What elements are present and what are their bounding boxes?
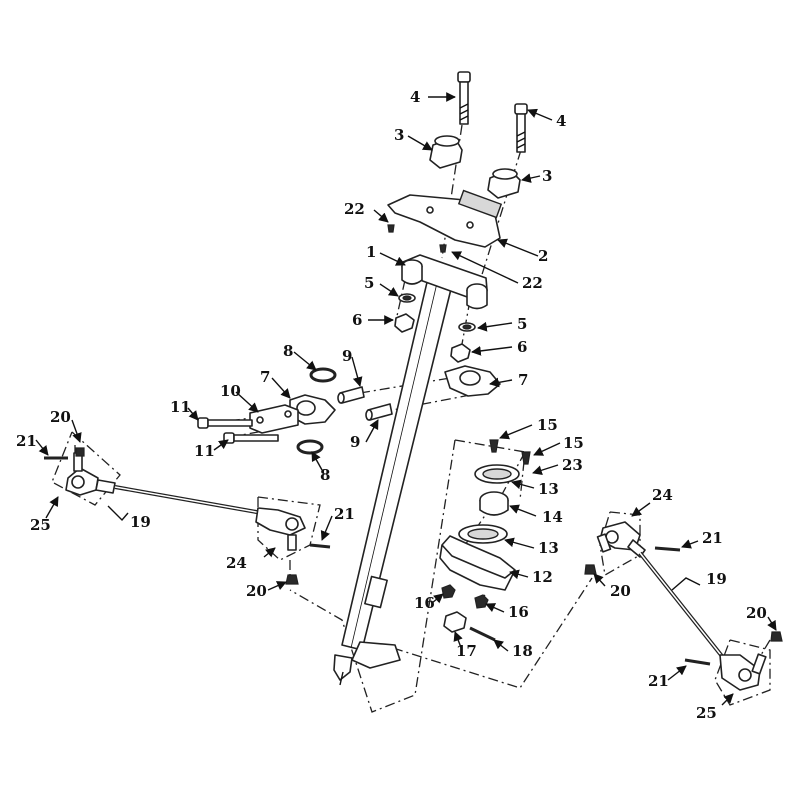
label-20-left-top: 20 bbox=[50, 408, 71, 426]
label-19-right: 19 bbox=[706, 570, 727, 588]
label-3-right: 3 bbox=[542, 167, 552, 185]
label-20-right-top: 20 bbox=[746, 604, 767, 622]
label-3-left: 3 bbox=[394, 126, 404, 144]
label-15-left: 15 bbox=[537, 416, 558, 434]
shaft-holders bbox=[289, 365, 501, 425]
steering-shaft bbox=[333, 254, 488, 686]
link-plate bbox=[249, 404, 299, 434]
label-4-left: 4 bbox=[410, 88, 420, 106]
label-2: 2 bbox=[538, 247, 548, 265]
label-20-left-bottom: 20 bbox=[246, 582, 267, 600]
label-13-bottom: 13 bbox=[538, 539, 559, 557]
label-21-left-top: 21 bbox=[16, 432, 37, 450]
label-5-right: 5 bbox=[517, 315, 527, 333]
label-16-left: 16 bbox=[414, 594, 435, 612]
label-14: 14 bbox=[542, 508, 563, 526]
holder-caps bbox=[429, 135, 521, 199]
label-1: 1 bbox=[366, 243, 376, 261]
collars bbox=[337, 386, 393, 421]
label-7-left: 7 bbox=[260, 368, 270, 386]
o-rings bbox=[296, 367, 337, 455]
label-24-left: 24 bbox=[226, 554, 247, 572]
label-17: 17 bbox=[456, 642, 477, 660]
label-25-right: 25 bbox=[696, 704, 717, 722]
label-12: 12 bbox=[532, 568, 553, 586]
label-21-left-bottom: 21 bbox=[334, 505, 355, 523]
label-21-right-top: 21 bbox=[702, 529, 723, 547]
label-11-top: 11 bbox=[170, 398, 191, 416]
label-15-right: 15 bbox=[563, 434, 584, 452]
label-5-left: 5 bbox=[364, 274, 374, 292]
label-16-right: 16 bbox=[508, 603, 529, 621]
leader-lines bbox=[35, 92, 777, 706]
holder-bolts bbox=[457, 71, 528, 153]
screws-22 bbox=[387, 224, 447, 253]
washers-nuts bbox=[394, 293, 476, 363]
holder-plate bbox=[387, 189, 503, 248]
part-labels: 4 4 3 3 22 2 1 22 5 6 5 6 8 9 7 7 10 11 … bbox=[16, 88, 767, 722]
bolts-11 bbox=[197, 417, 279, 444]
label-4-right: 4 bbox=[556, 112, 566, 130]
label-25-left: 25 bbox=[30, 516, 51, 534]
left-tie-rod bbox=[44, 431, 331, 585]
label-9-top: 9 bbox=[342, 347, 352, 365]
label-19-left: 19 bbox=[130, 513, 151, 531]
label-8-bottom: 8 bbox=[320, 466, 330, 484]
label-13-top: 13 bbox=[538, 480, 559, 498]
label-22-left: 22 bbox=[344, 200, 365, 218]
label-23: 23 bbox=[562, 456, 583, 474]
right-tie-rod bbox=[584, 511, 783, 706]
label-7-right: 7 bbox=[518, 371, 528, 389]
label-22-right: 22 bbox=[522, 274, 543, 292]
label-20-right-mid: 20 bbox=[610, 582, 631, 600]
lower-fasteners bbox=[441, 584, 496, 642]
bearing-group bbox=[439, 439, 531, 591]
label-10: 10 bbox=[220, 382, 241, 400]
label-11-bottom: 11 bbox=[194, 442, 215, 460]
label-21-right-bottom: 21 bbox=[648, 672, 669, 690]
label-8-top: 8 bbox=[283, 342, 293, 360]
label-24-right: 24 bbox=[652, 486, 673, 504]
label-18: 18 bbox=[512, 642, 533, 660]
label-9-bottom: 9 bbox=[350, 433, 360, 451]
label-6-right: 6 bbox=[517, 338, 527, 356]
label-6-left: 6 bbox=[352, 311, 362, 329]
